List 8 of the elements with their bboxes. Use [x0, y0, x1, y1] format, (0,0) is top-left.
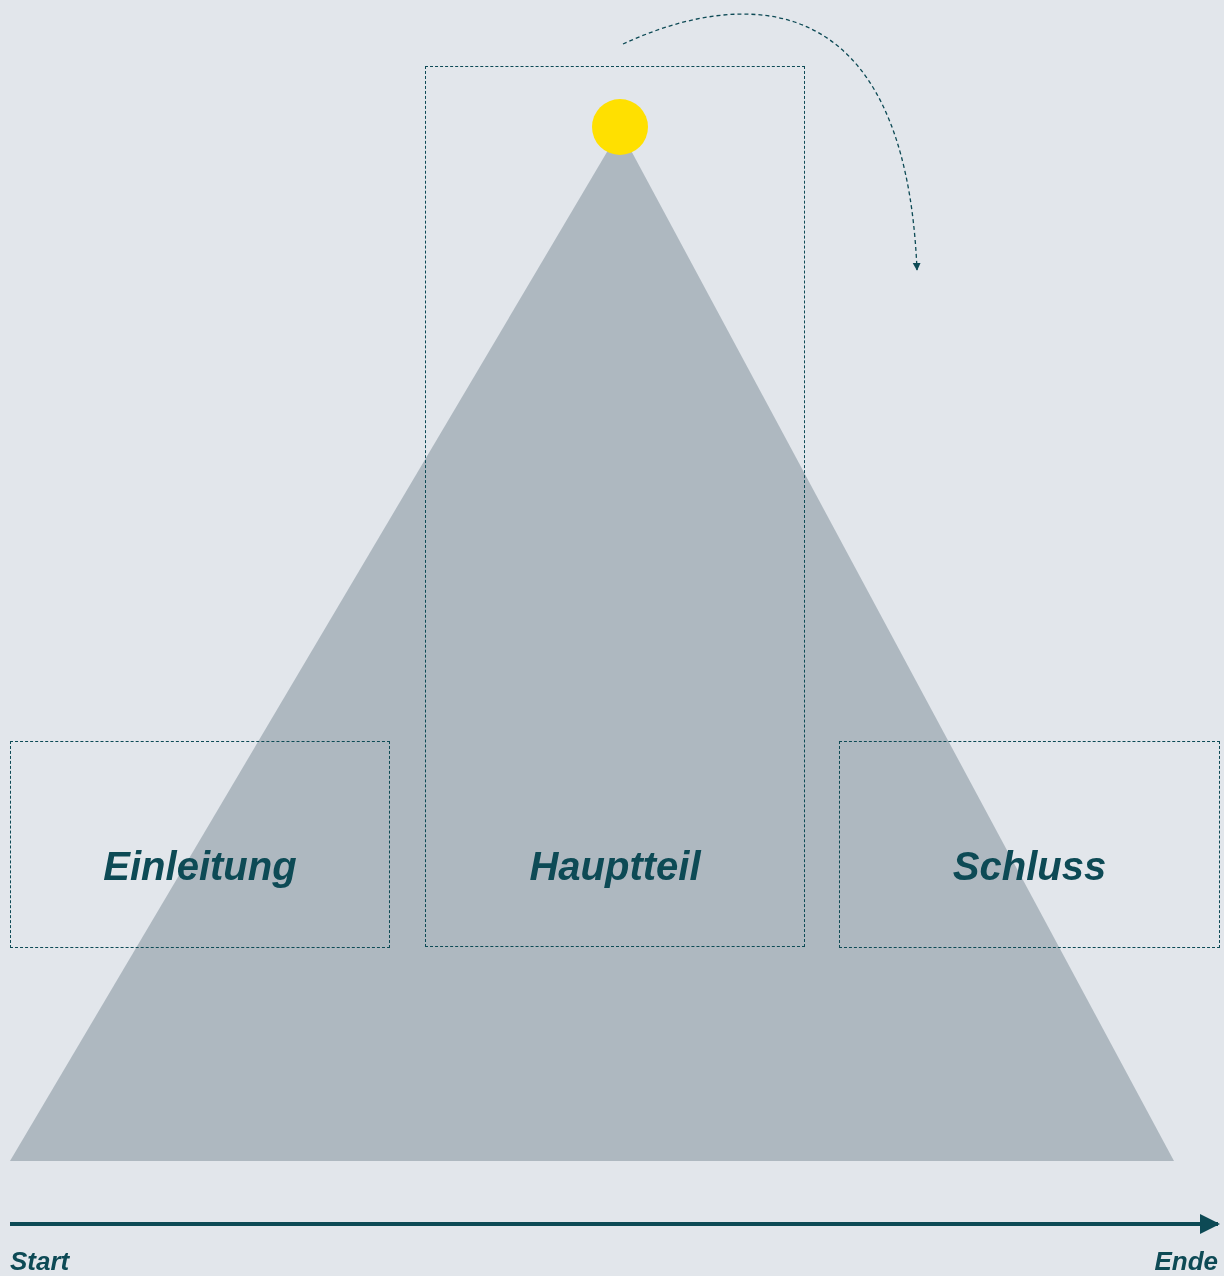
dashed-frame	[425, 66, 805, 947]
section-label: Schluss	[952, 843, 1107, 890]
dashed-frame	[839, 741, 1220, 948]
axis-label: Ende	[1154, 1246, 1218, 1276]
section-label: Hauptteil	[529, 843, 701, 890]
axis-label: Start	[10, 1246, 70, 1276]
section-label: Einleitung	[103, 843, 297, 890]
dashed-frame	[10, 741, 390, 948]
